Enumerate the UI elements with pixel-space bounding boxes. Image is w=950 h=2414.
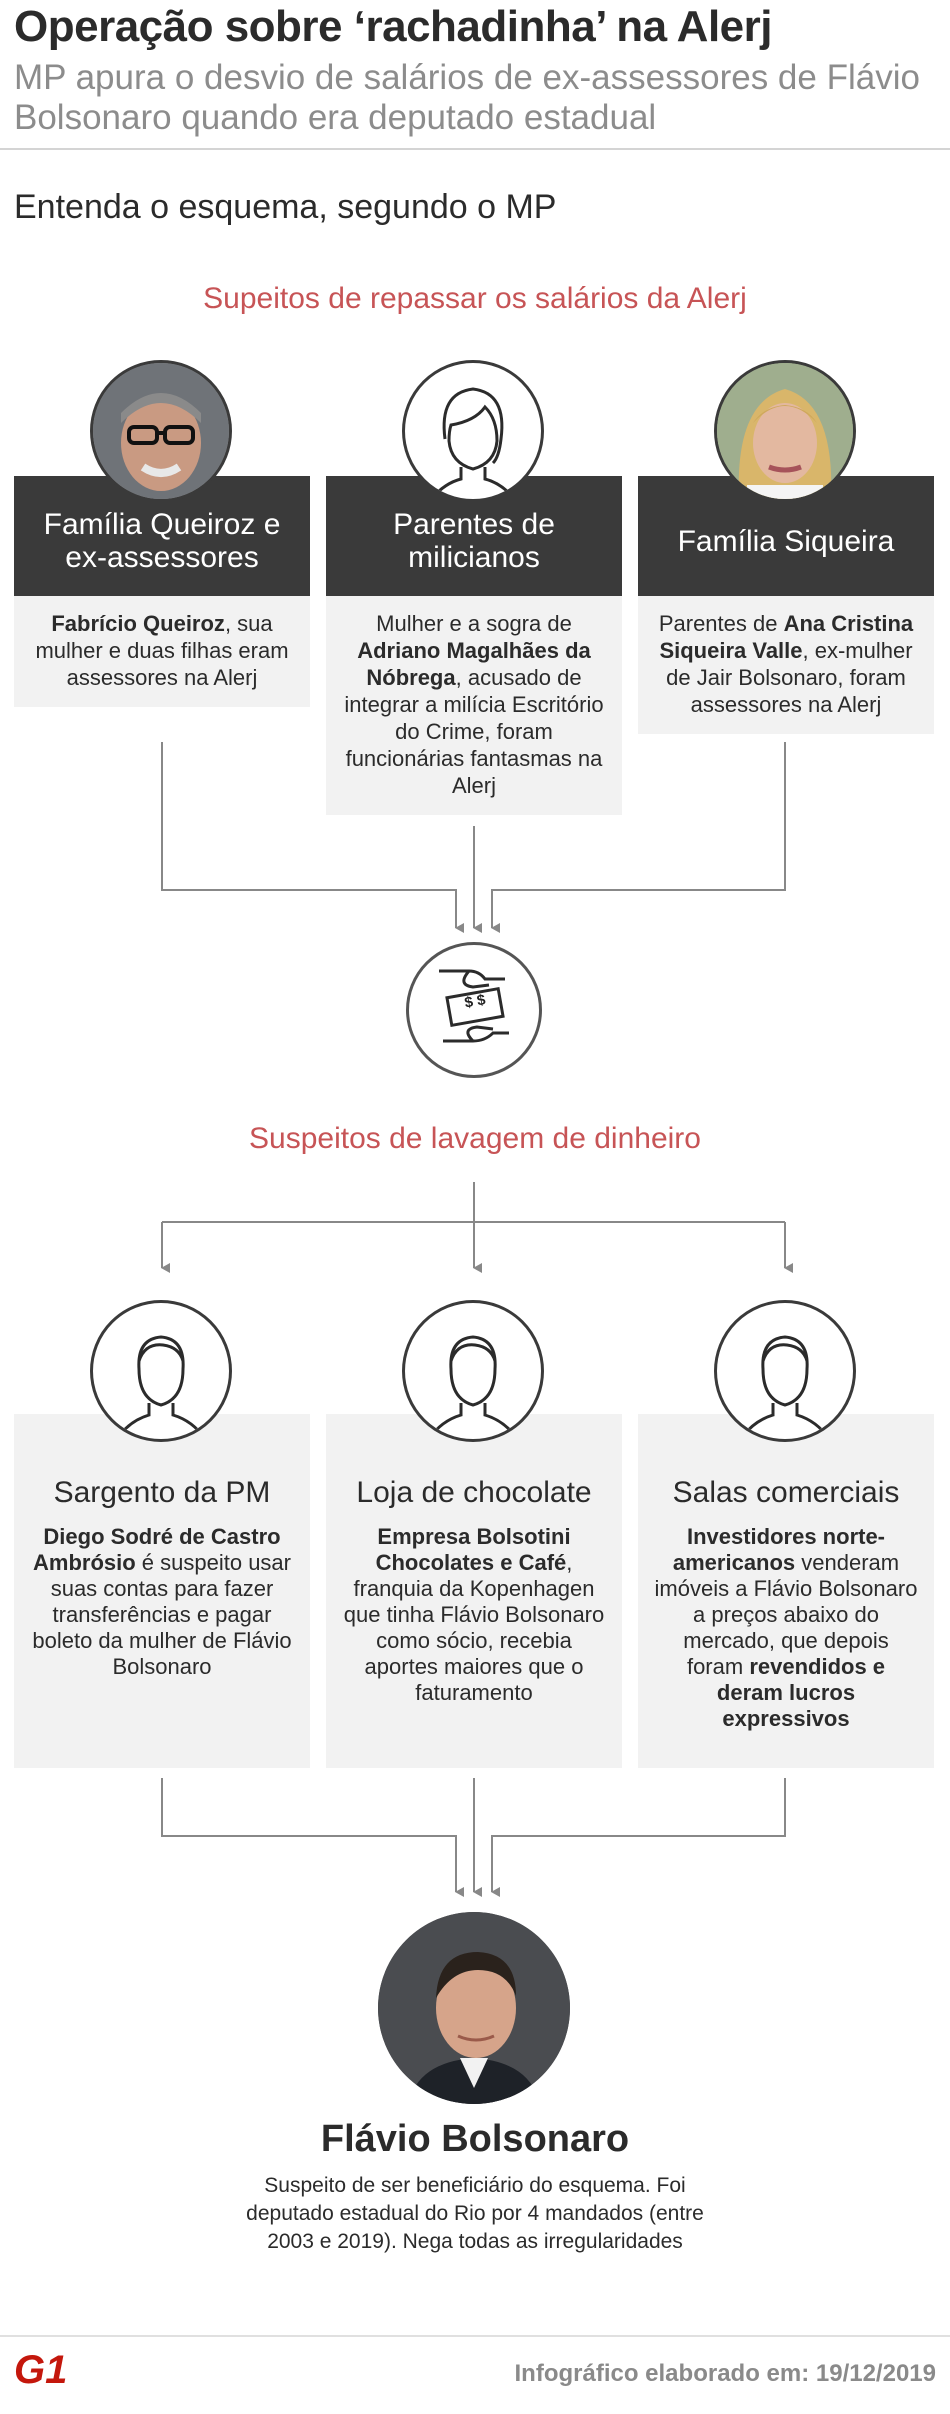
g1-logo[interactable]: G1 [14,2348,68,2392]
connector-left-bottom [161,1778,464,1897]
card-title: Família Queiroz e ex-assessores [14,476,310,596]
portrait-queiroz [90,360,232,502]
card-body: Fabrício Queiroz, sua mulher e duas filh… [35,611,289,690]
portrait-ana-cristina [714,360,856,502]
card-body: Empresa Bolsotini Chocolates e Café, fra… [343,1524,605,1705]
section2-title: Suspeitos de lavagem de dinheiro [249,1122,701,1155]
page-title: Operação sobre ‘rachadinha’ na Alerj [14,2,773,51]
page-subtitle: MP apura o desvio de salários de ex-asse… [14,58,920,137]
footer-divider [0,2335,950,2337]
card-title: Salas comerciais [672,1476,900,1509]
card-familia-siqueira: Família Siqueira Parentes de Ana Cristin… [638,476,934,734]
person-silhouette-icon [402,360,544,502]
card-body: Investidores norte-americanos venderam i… [654,1524,918,1731]
person-silhouette-icon [402,1300,544,1442]
connector-right-bottom [491,1778,786,1897]
card-parentes-milicianos: Parentes de milicianos Mulher e a sogra … [326,476,622,815]
card-title: Sargento da PM [53,1476,271,1509]
section1-title: Supeitos de repassar os salários da Aler… [203,282,747,315]
money-exchange-icon: $ $ [406,942,542,1078]
card-salas-comerciais: Salas comerciais Investidores norte-amer… [638,1414,934,1768]
target-name: Flávio Bolsonaro [320,2118,630,2160]
connector-left-top [161,742,464,933]
card-loja-chocolate: Loja de chocolate Empresa Bolsotini Choc… [326,1414,622,1768]
connector-right-top [491,742,786,933]
card-body: Parentes de Ana Cristina Siqueira Valle,… [658,611,914,717]
person-silhouette-icon [714,1300,856,1442]
card-sargento-pm: Sargento da PM Diego Sodré de Castro Amb… [14,1414,310,1768]
card-body: Mulher e a sogra de Adriano Magalhães da… [344,611,604,798]
person-silhouette-icon [90,1300,232,1442]
target-description: Suspeito de ser beneficiário do esquema.… [246,2174,704,2253]
card-body: Diego Sodré de Castro Ambrósio é suspeit… [32,1524,292,1679]
portrait-flavio [378,1912,570,2104]
intro-text: Entenda o esquema, segundo o MP [14,188,557,226]
header-divider [0,148,950,150]
card-title: Loja de chocolate [356,1476,592,1509]
infographic-credit: Infográfico elaborado em: 19/12/2019 [514,2360,937,2387]
card-familia-queiroz: Família Queiroz e ex-assessores Fabrício… [14,476,310,707]
